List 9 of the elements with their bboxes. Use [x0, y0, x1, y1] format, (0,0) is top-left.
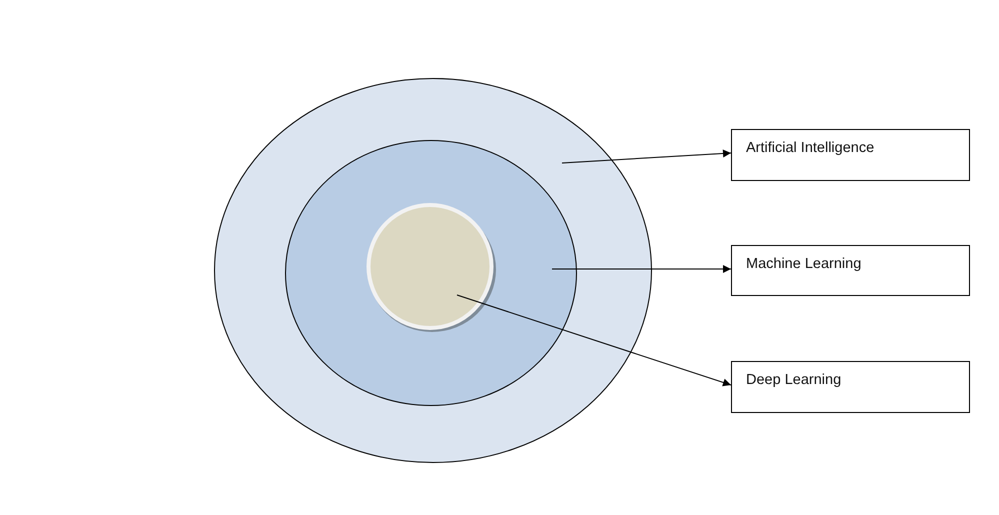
text-box: Machine Learning: [731, 245, 970, 296]
arrow: [562, 149, 732, 164]
text-box: Deep Learning: [731, 361, 970, 413]
arrow: [456, 294, 732, 386]
outer-ellipse: [214, 78, 652, 463]
arrow: [552, 265, 732, 273]
text-box: Artificial Intelligence: [731, 129, 970, 181]
inner-circle: [365, 203, 495, 330]
middle-ellipse: [285, 140, 577, 406]
